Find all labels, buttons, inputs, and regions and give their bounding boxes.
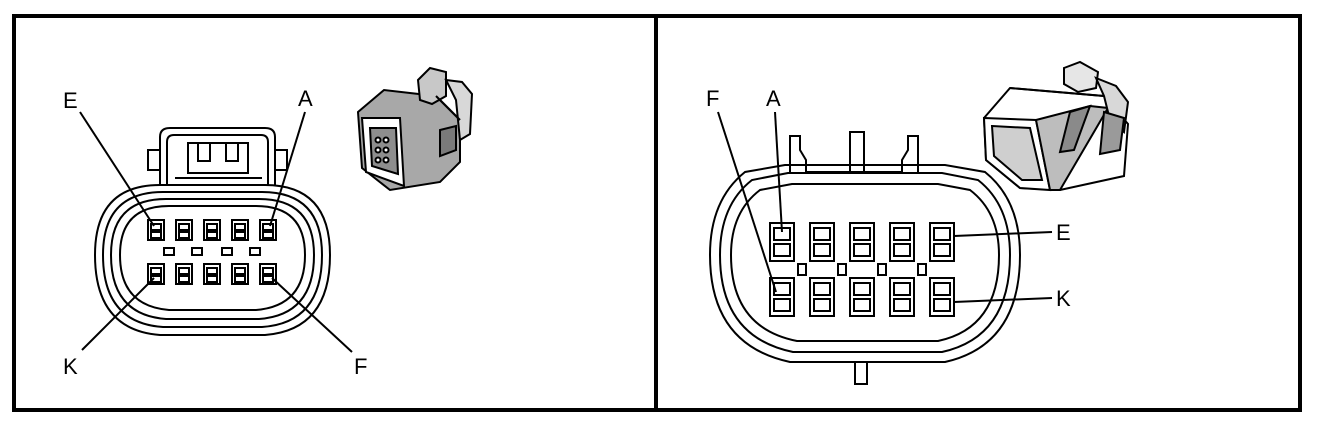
right-cavities-top <box>769 222 955 262</box>
left-cavities-top <box>147 219 277 241</box>
right-label-e: E <box>1056 220 1071 245</box>
left-label-k: K <box>63 354 78 379</box>
left-keys <box>163 247 261 256</box>
right-connector-face <box>708 131 1022 385</box>
right-label-a: A <box>766 86 781 111</box>
right-cavities-bottom <box>769 277 955 317</box>
left-label-a: A <box>298 86 313 111</box>
right-keys <box>797 263 927 276</box>
left-cavities-bottom <box>147 263 277 285</box>
left-label-e: E <box>63 88 78 113</box>
left-leader-lines <box>79 111 353 353</box>
right-connector-3d-icon <box>982 60 1130 192</box>
right-leader-lines <box>717 111 1053 303</box>
left-connector-3d-icon <box>356 66 474 192</box>
left-connector-face <box>93 127 332 336</box>
right-label-f: F <box>706 86 719 111</box>
left-label-f: F <box>354 354 367 379</box>
right-label-k: K <box>1056 286 1071 311</box>
